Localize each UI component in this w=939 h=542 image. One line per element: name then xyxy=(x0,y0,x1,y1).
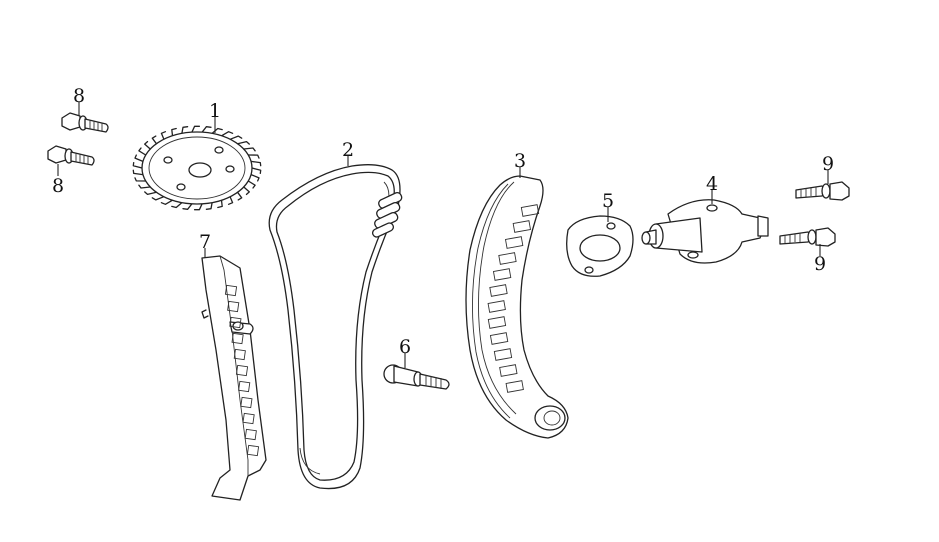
flange-bolt-upper[interactable] xyxy=(61,112,109,133)
callout-2: 2 xyxy=(342,139,354,161)
tensioner-bolt-upper[interactable] xyxy=(795,181,850,201)
fixed-guide[interactable] xyxy=(201,255,267,501)
flange-bolt-lower[interactable] xyxy=(47,145,95,166)
guide-pivot-bolt[interactable] xyxy=(383,364,450,390)
callout-8-upper: 8 xyxy=(73,85,85,107)
callout-9-upper: 9 xyxy=(822,153,834,175)
callout-5: 5 xyxy=(602,190,614,212)
sprocket-teeth xyxy=(132,125,262,211)
callout-6: 6 xyxy=(399,336,411,358)
sprocket-bolt-hole xyxy=(163,156,173,164)
callout-1: 1 xyxy=(209,100,221,122)
callout-9-lower: 9 xyxy=(814,253,826,275)
tensioner-guide[interactable] xyxy=(465,175,569,439)
sprocket-inner-ring xyxy=(148,136,246,200)
callout-3: 3 xyxy=(514,150,526,172)
callout-8-lower: 8 xyxy=(52,175,64,197)
gasket-bore xyxy=(579,234,621,262)
chain-link-cluster xyxy=(372,191,403,238)
callout-labels: 1 2 3 4 5 6 7 8 8 9 9 xyxy=(52,85,834,358)
sprocket-bolt-hole xyxy=(214,146,224,154)
callout-4: 4 xyxy=(706,173,718,195)
tensioner-lifter[interactable] xyxy=(641,199,769,264)
tensioner-gasket[interactable] xyxy=(566,215,634,277)
tensioner-bolt-lower[interactable] xyxy=(779,227,836,247)
sprocket-bolt-hole xyxy=(225,165,235,173)
guide-ribs xyxy=(224,284,260,457)
timing-chain[interactable] xyxy=(268,164,403,490)
pivot-boss xyxy=(534,405,566,431)
leader-lines xyxy=(57,102,829,368)
sprocket-center-hole xyxy=(188,162,212,178)
callout-7: 7 xyxy=(199,231,211,253)
sprocket-bolt-hole xyxy=(176,183,186,191)
guide-ribs xyxy=(487,204,540,393)
cam-sprocket[interactable] xyxy=(132,125,262,211)
